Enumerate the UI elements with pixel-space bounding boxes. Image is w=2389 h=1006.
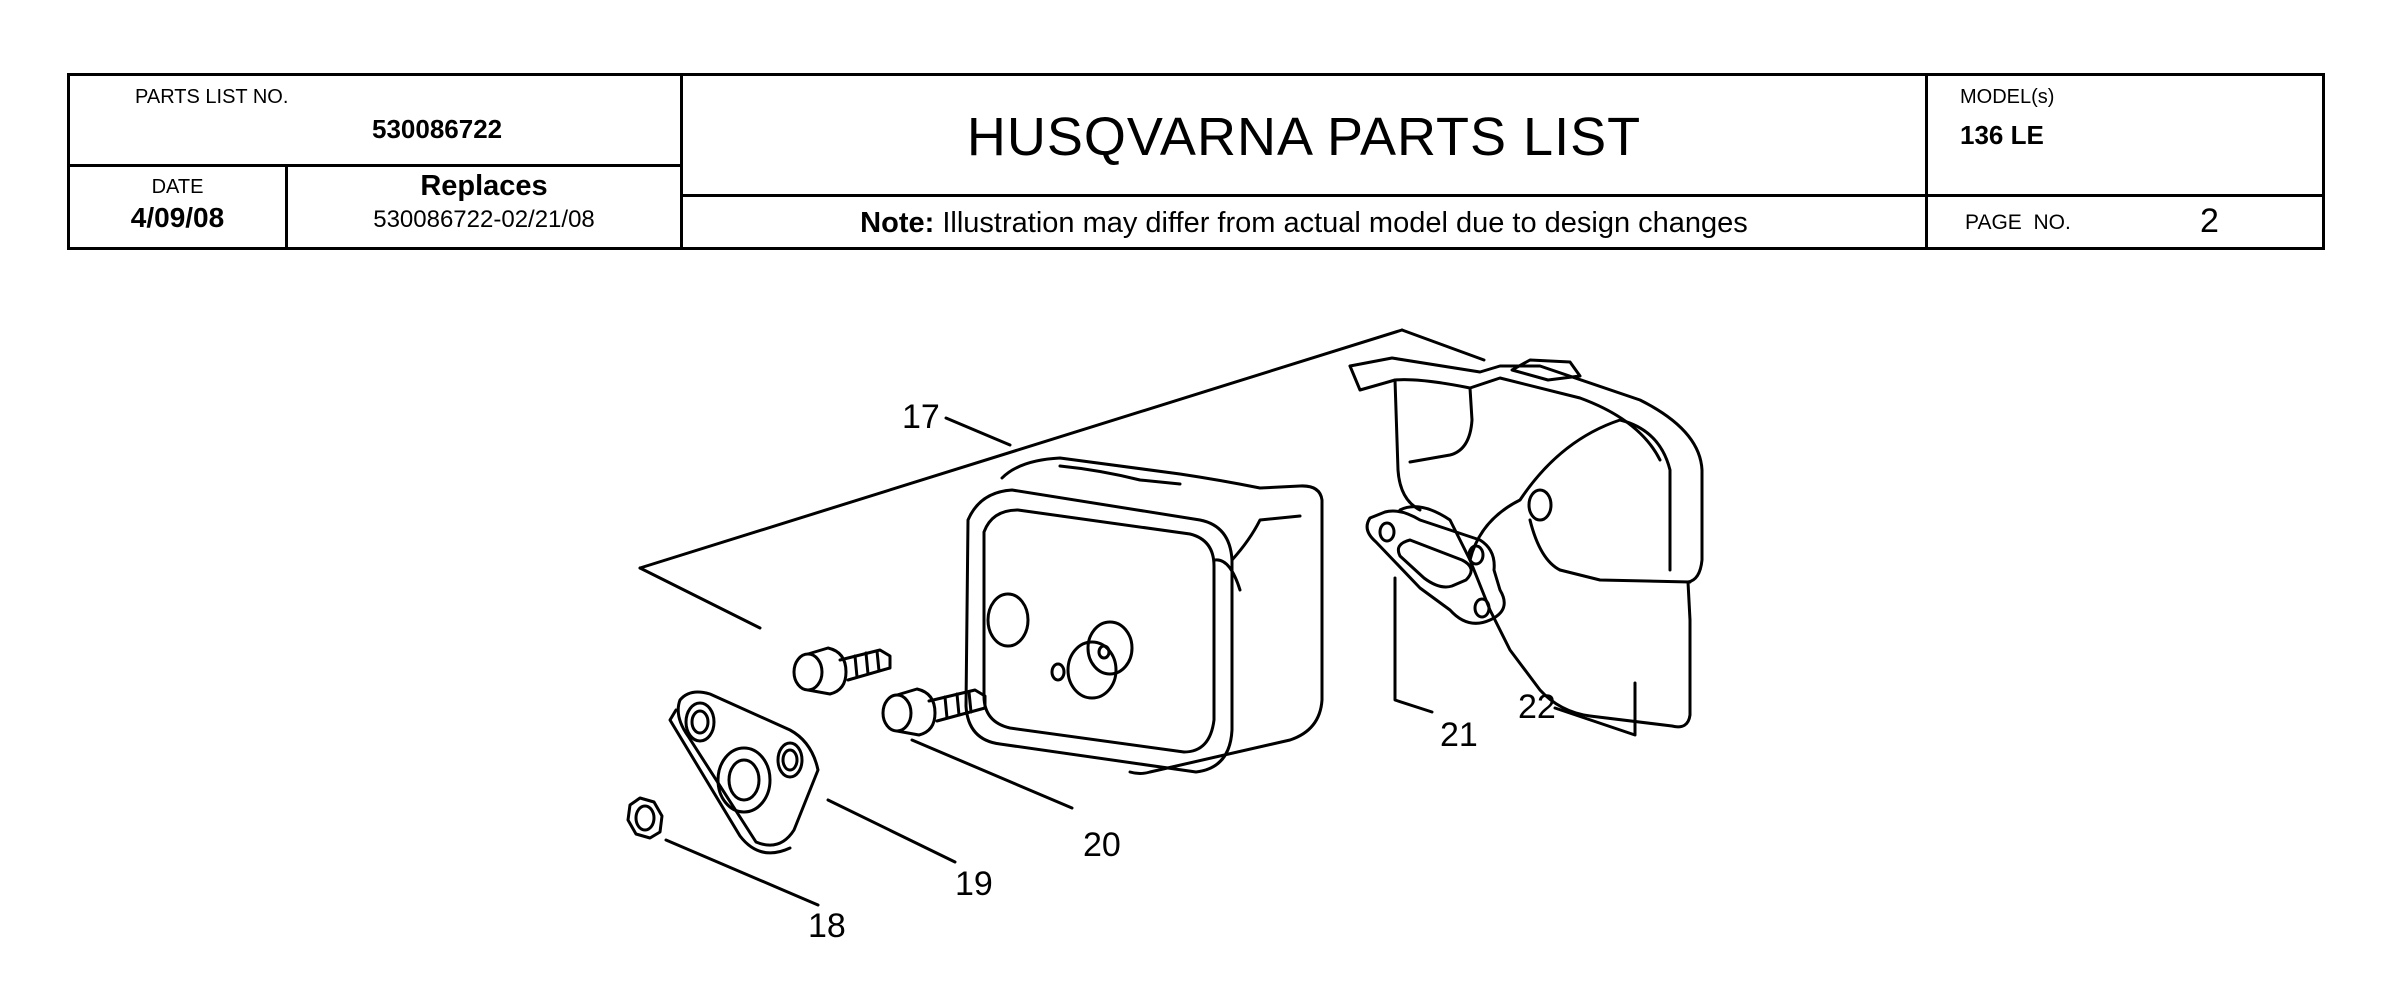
divider — [680, 76, 683, 247]
date-value: 4/09/08 — [130, 202, 225, 233]
screw-part-upper — [792, 646, 892, 696]
divider — [680, 194, 2322, 197]
replaces-label: Replaces — [420, 170, 548, 202]
replaces-value: 530086722-02/21/08 — [373, 206, 595, 233]
callout-17: 17 — [902, 398, 940, 436]
leader-line-20 — [910, 738, 1074, 810]
leader-line-22 — [1553, 681, 1637, 737]
page-title: HUSQVARNA PARTS LIST — [966, 107, 1642, 167]
leader-line-18 — [664, 838, 820, 907]
model-value: 136 LE — [1960, 120, 2044, 150]
muffler-part — [964, 456, 1324, 775]
callout-22: 22 — [1518, 688, 1556, 726]
nut-part — [626, 796, 664, 840]
callout-18: 18 — [808, 907, 846, 945]
page-no: 2 — [2200, 202, 2219, 240]
leader-line-17 — [944, 416, 1012, 447]
models-label: MODEL(s) — [1960, 86, 2055, 108]
page-no-label: PAGE NO. — [1965, 211, 2071, 234]
callout-20: 20 — [1083, 826, 1121, 864]
assembly-line — [1400, 328, 1486, 362]
leader-line-21 — [1393, 576, 1434, 714]
note-text: Illustration may differ from actual mode… — [942, 207, 1748, 239]
parts-list-no-label: PARTS LIST NO. — [135, 86, 289, 108]
assembly-line — [638, 328, 1404, 570]
exhaust-plate-part — [668, 690, 820, 855]
note-label: Note: — [860, 207, 935, 239]
callout-21: 21 — [1440, 716, 1478, 754]
gasket-part — [1365, 509, 1506, 625]
divider — [1925, 76, 1928, 247]
design-change-note: Note: Illustration may differ from actua… — [683, 207, 1925, 240]
leader-line-19 — [826, 798, 957, 864]
parts-list-no: 530086722 — [372, 114, 503, 144]
screw-part-lower — [881, 687, 987, 737]
divider — [70, 164, 680, 167]
callout-19: 19 — [955, 865, 993, 903]
divider — [285, 166, 288, 247]
date-label: DATE — [151, 176, 204, 198]
assembly-line — [638, 566, 762, 630]
header-table: PARTS LIST NO. 530086722 DATE 4/09/08 Re… — [67, 73, 2325, 250]
